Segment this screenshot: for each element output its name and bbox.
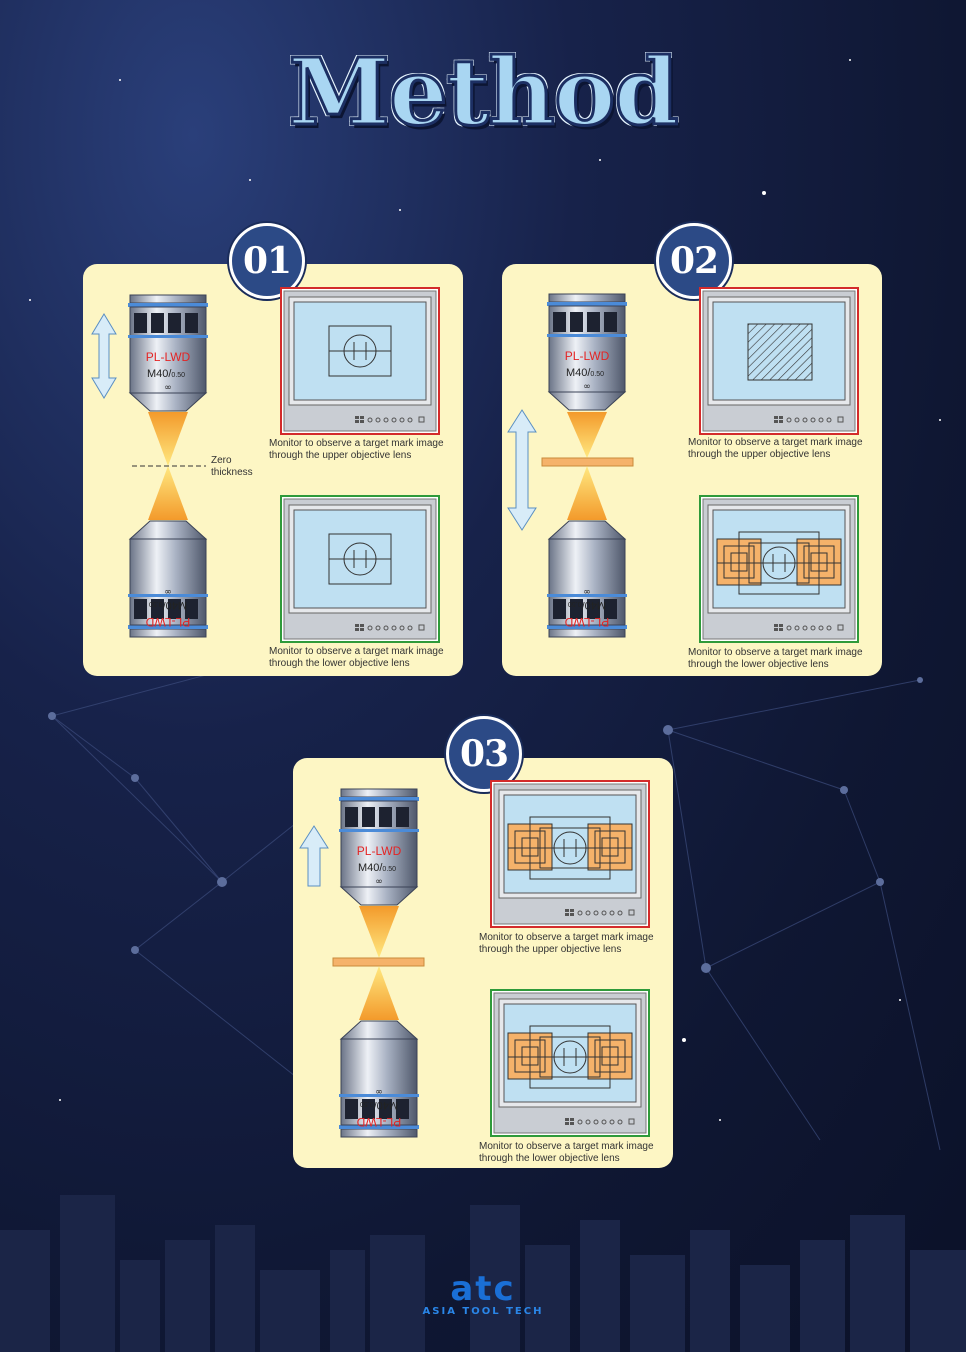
lower-light-beam <box>359 966 399 1020</box>
upper-monitor-caption: Monitor to observe a target mark image t… <box>479 932 654 955</box>
upper-monitor <box>490 780 650 928</box>
lower-monitor <box>280 495 440 643</box>
lens-infinity-label: ∞ <box>164 383 172 393</box>
lower-monitor <box>699 495 859 643</box>
upper-objective-lens: PL-LWD M40/0.50 ∞ <box>128 294 208 412</box>
brand-logo: atc ASIA TOOL TECH <box>0 1272 966 1317</box>
upper-monitor-caption: Monitor to observe a target mark image t… <box>269 438 444 461</box>
lens-brand-label: PL-LWD <box>357 844 402 858</box>
upper-monitor <box>280 287 440 435</box>
lens-brand-label: PL-LWD <box>564 615 609 629</box>
lens-model-label: M40/0.50 <box>360 1099 398 1111</box>
lens-infinity-label: ∞ <box>375 1086 383 1096</box>
lower-light-beam <box>567 466 607 520</box>
sample-plate <box>332 957 425 967</box>
lens-infinity-label: ∞ <box>583 586 591 596</box>
lens-infinity-label: ∞ <box>164 586 172 596</box>
upper-light-beam <box>359 906 399 958</box>
up-arrow-icon <box>299 825 329 887</box>
lens-infinity-label: ∞ <box>583 382 591 392</box>
lens-model-label: M40/0.50 <box>149 599 187 611</box>
step-badge-03: 03 <box>446 716 522 792</box>
lens-brand-label: PL-LWD <box>145 615 190 629</box>
lens-infinity-label: ∞ <box>375 877 383 887</box>
logo-mark: atc <box>450 1269 516 1309</box>
lower-light-beam <box>148 466 188 520</box>
vertical-move-arrow-icon <box>91 313 117 399</box>
upper-monitor-caption: Monitor to observe a target mark image t… <box>688 437 863 460</box>
upper-light-beam <box>148 412 188 466</box>
upper-light-beam <box>567 412 607 458</box>
page-title: Method <box>287 37 680 148</box>
step-badge-02: 02 <box>656 223 732 299</box>
lower-monitor-caption: Monitor to observe a target mark image t… <box>269 646 444 669</box>
lens-brand-label: PL-LWD <box>146 350 191 364</box>
lens-model-label: M40/0.50 <box>568 599 606 611</box>
upper-monitor <box>699 287 859 435</box>
lens-brand-label: PL-LWD <box>356 1115 401 1129</box>
vertical-move-arrow-icon <box>507 409 537 531</box>
lens-model-label: M40/0.50 <box>358 862 396 874</box>
sample-plate <box>541 457 634 467</box>
lower-monitor-caption: Monitor to observe a target mark image t… <box>479 1141 654 1164</box>
step-badge-01: 01 <box>229 223 305 299</box>
lens-brand-label: PL-LWD <box>565 349 610 363</box>
lower-monitor <box>490 989 650 1137</box>
lens-model-label: M40/0.50 <box>566 367 604 379</box>
lower-monitor-caption: Monitor to observe a target mark image t… <box>688 647 863 670</box>
logo-subtitle: ASIA TOOL TECH <box>422 1306 544 1317</box>
